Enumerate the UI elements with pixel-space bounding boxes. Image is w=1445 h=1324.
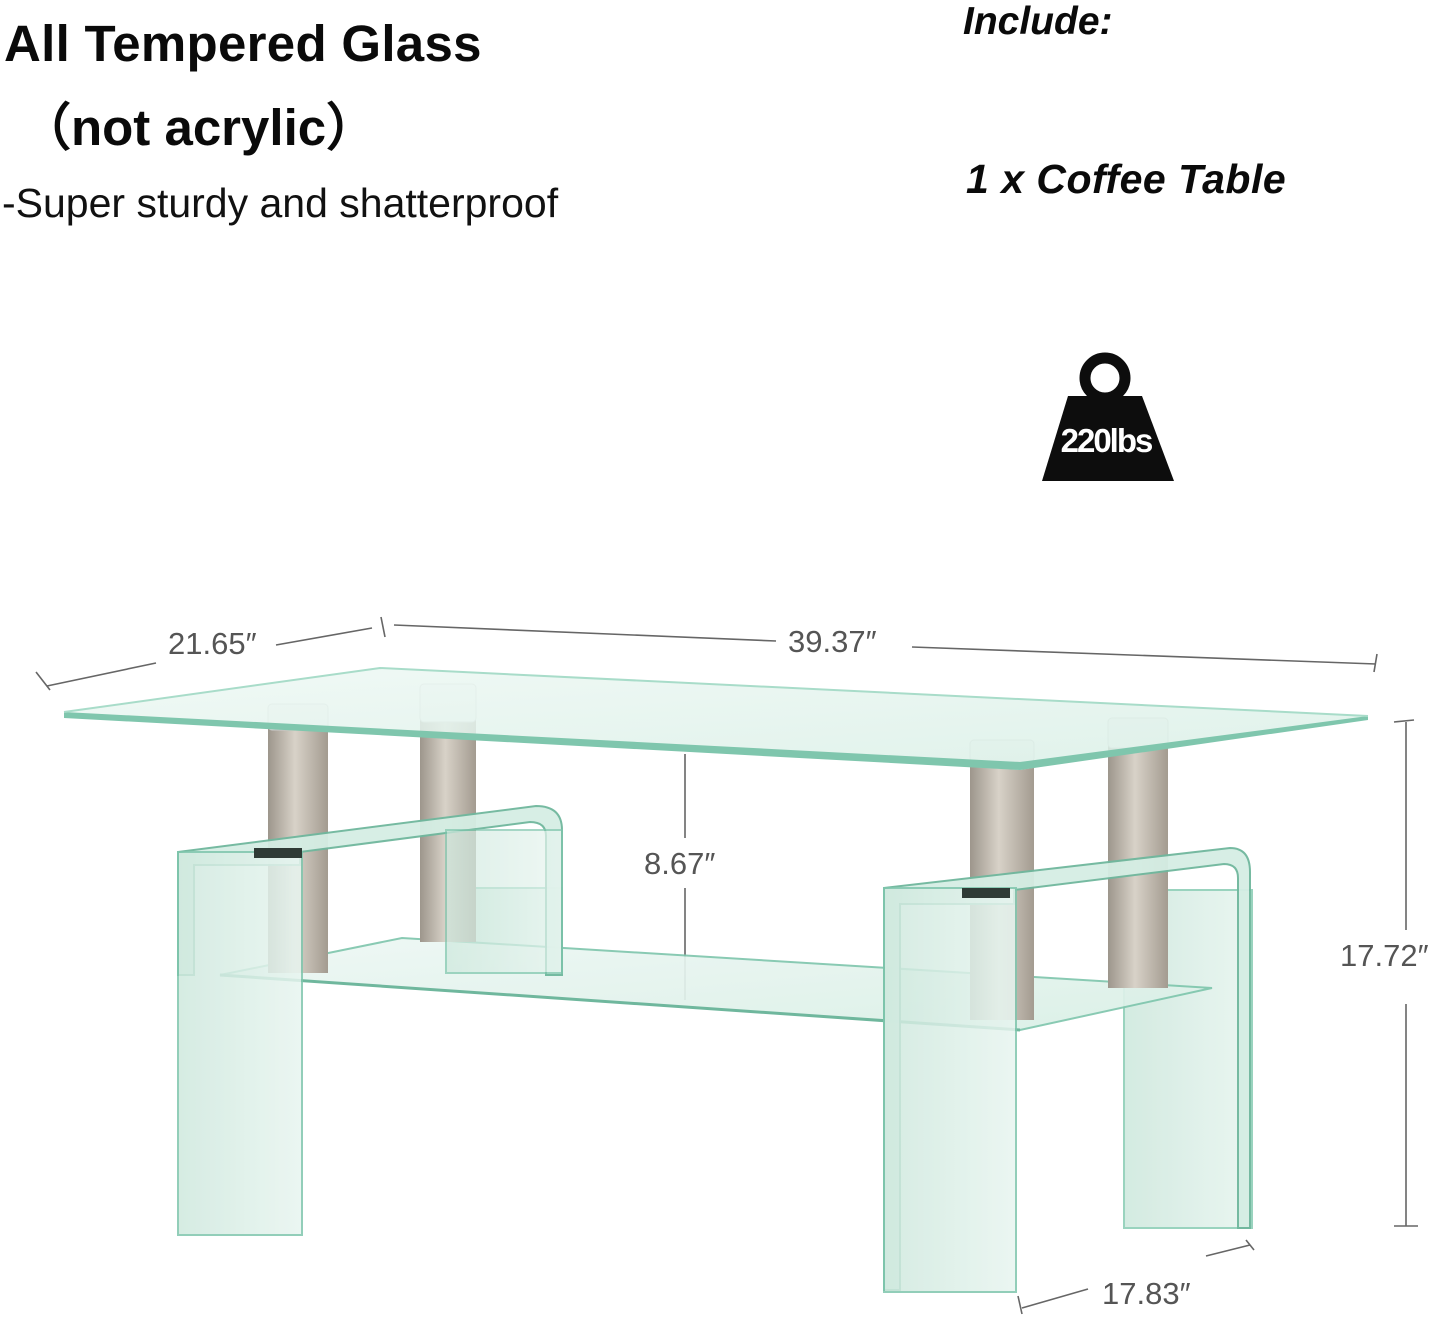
glass-top bbox=[63, 666, 1369, 770]
dimension-lines bbox=[35, 616, 1418, 1315]
glass-frame-left bbox=[177, 804, 563, 1236]
width-dimension-label: 39.37″ bbox=[782, 624, 883, 660]
leg-depth-dimension-label: 17.83″ bbox=[1096, 1276, 1197, 1312]
glass-frame-right bbox=[883, 846, 1251, 1293]
feature-text: -Super sturdy and shatterproof bbox=[2, 180, 559, 226]
include-item: 1 x Coffee Table bbox=[966, 156, 1287, 202]
include-heading: Include: bbox=[963, 0, 1113, 43]
weight-icon: 220lbs bbox=[1042, 352, 1174, 481]
height-dimension-label: 17.72″ bbox=[1334, 938, 1435, 974]
depth-dimension-label: 21.65″ bbox=[162, 626, 263, 662]
headline-subtitle: （not acrylic） bbox=[20, 99, 378, 156]
weight-label: 220lbs bbox=[1061, 422, 1152, 459]
shelf-gap-dimension-label: 8.67″ bbox=[644, 846, 716, 881]
headline-title: All Tempered Glass bbox=[4, 15, 482, 72]
bottom-shelf bbox=[219, 936, 1213, 1032]
